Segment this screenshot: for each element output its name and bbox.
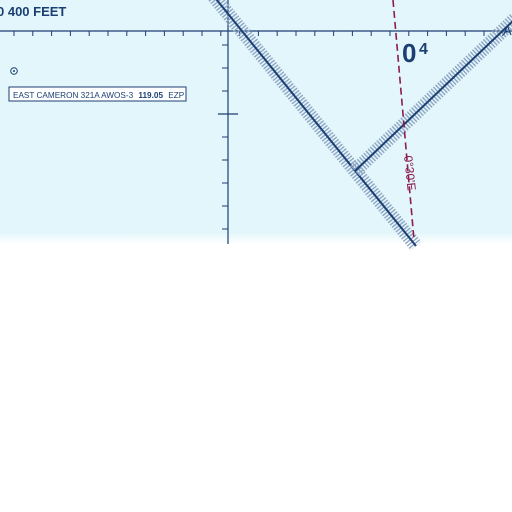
station-symbol-icon[interactable] <box>10 67 18 75</box>
longitude-ticks <box>222 44 228 230</box>
water-fade <box>0 232 512 244</box>
station-frequency: 119.05 <box>138 91 163 100</box>
isogonic-label: 0°30'E <box>401 155 419 191</box>
station-ident: EZP <box>168 91 184 100</box>
isogonic-line <box>392 0 415 241</box>
svg-text:EAST CAMERON 321A AWOS-3: EAST CAMERON 321A AWOS-3 119.05 EZP <box>13 91 185 100</box>
route-edge-label: A <box>503 23 512 38</box>
maximum-elevation-figure: 0 4 <box>402 38 428 68</box>
airway-northeast-segment[interactable] <box>350 13 512 177</box>
svg-text:4: 4 <box>419 41 428 58</box>
blank-paper-area <box>0 244 512 512</box>
station-info-box[interactable]: EAST CAMERON 321A AWOS-3 119.05 EZP <box>8 86 187 102</box>
svg-text:0: 0 <box>402 38 416 68</box>
airway-southeast-segment[interactable] <box>207 0 422 251</box>
station-name: EAST CAMERON 321A AWOS-3 <box>13 91 134 100</box>
water-area <box>0 0 512 234</box>
altitude-label: 0 400 FEET <box>0 4 66 19</box>
